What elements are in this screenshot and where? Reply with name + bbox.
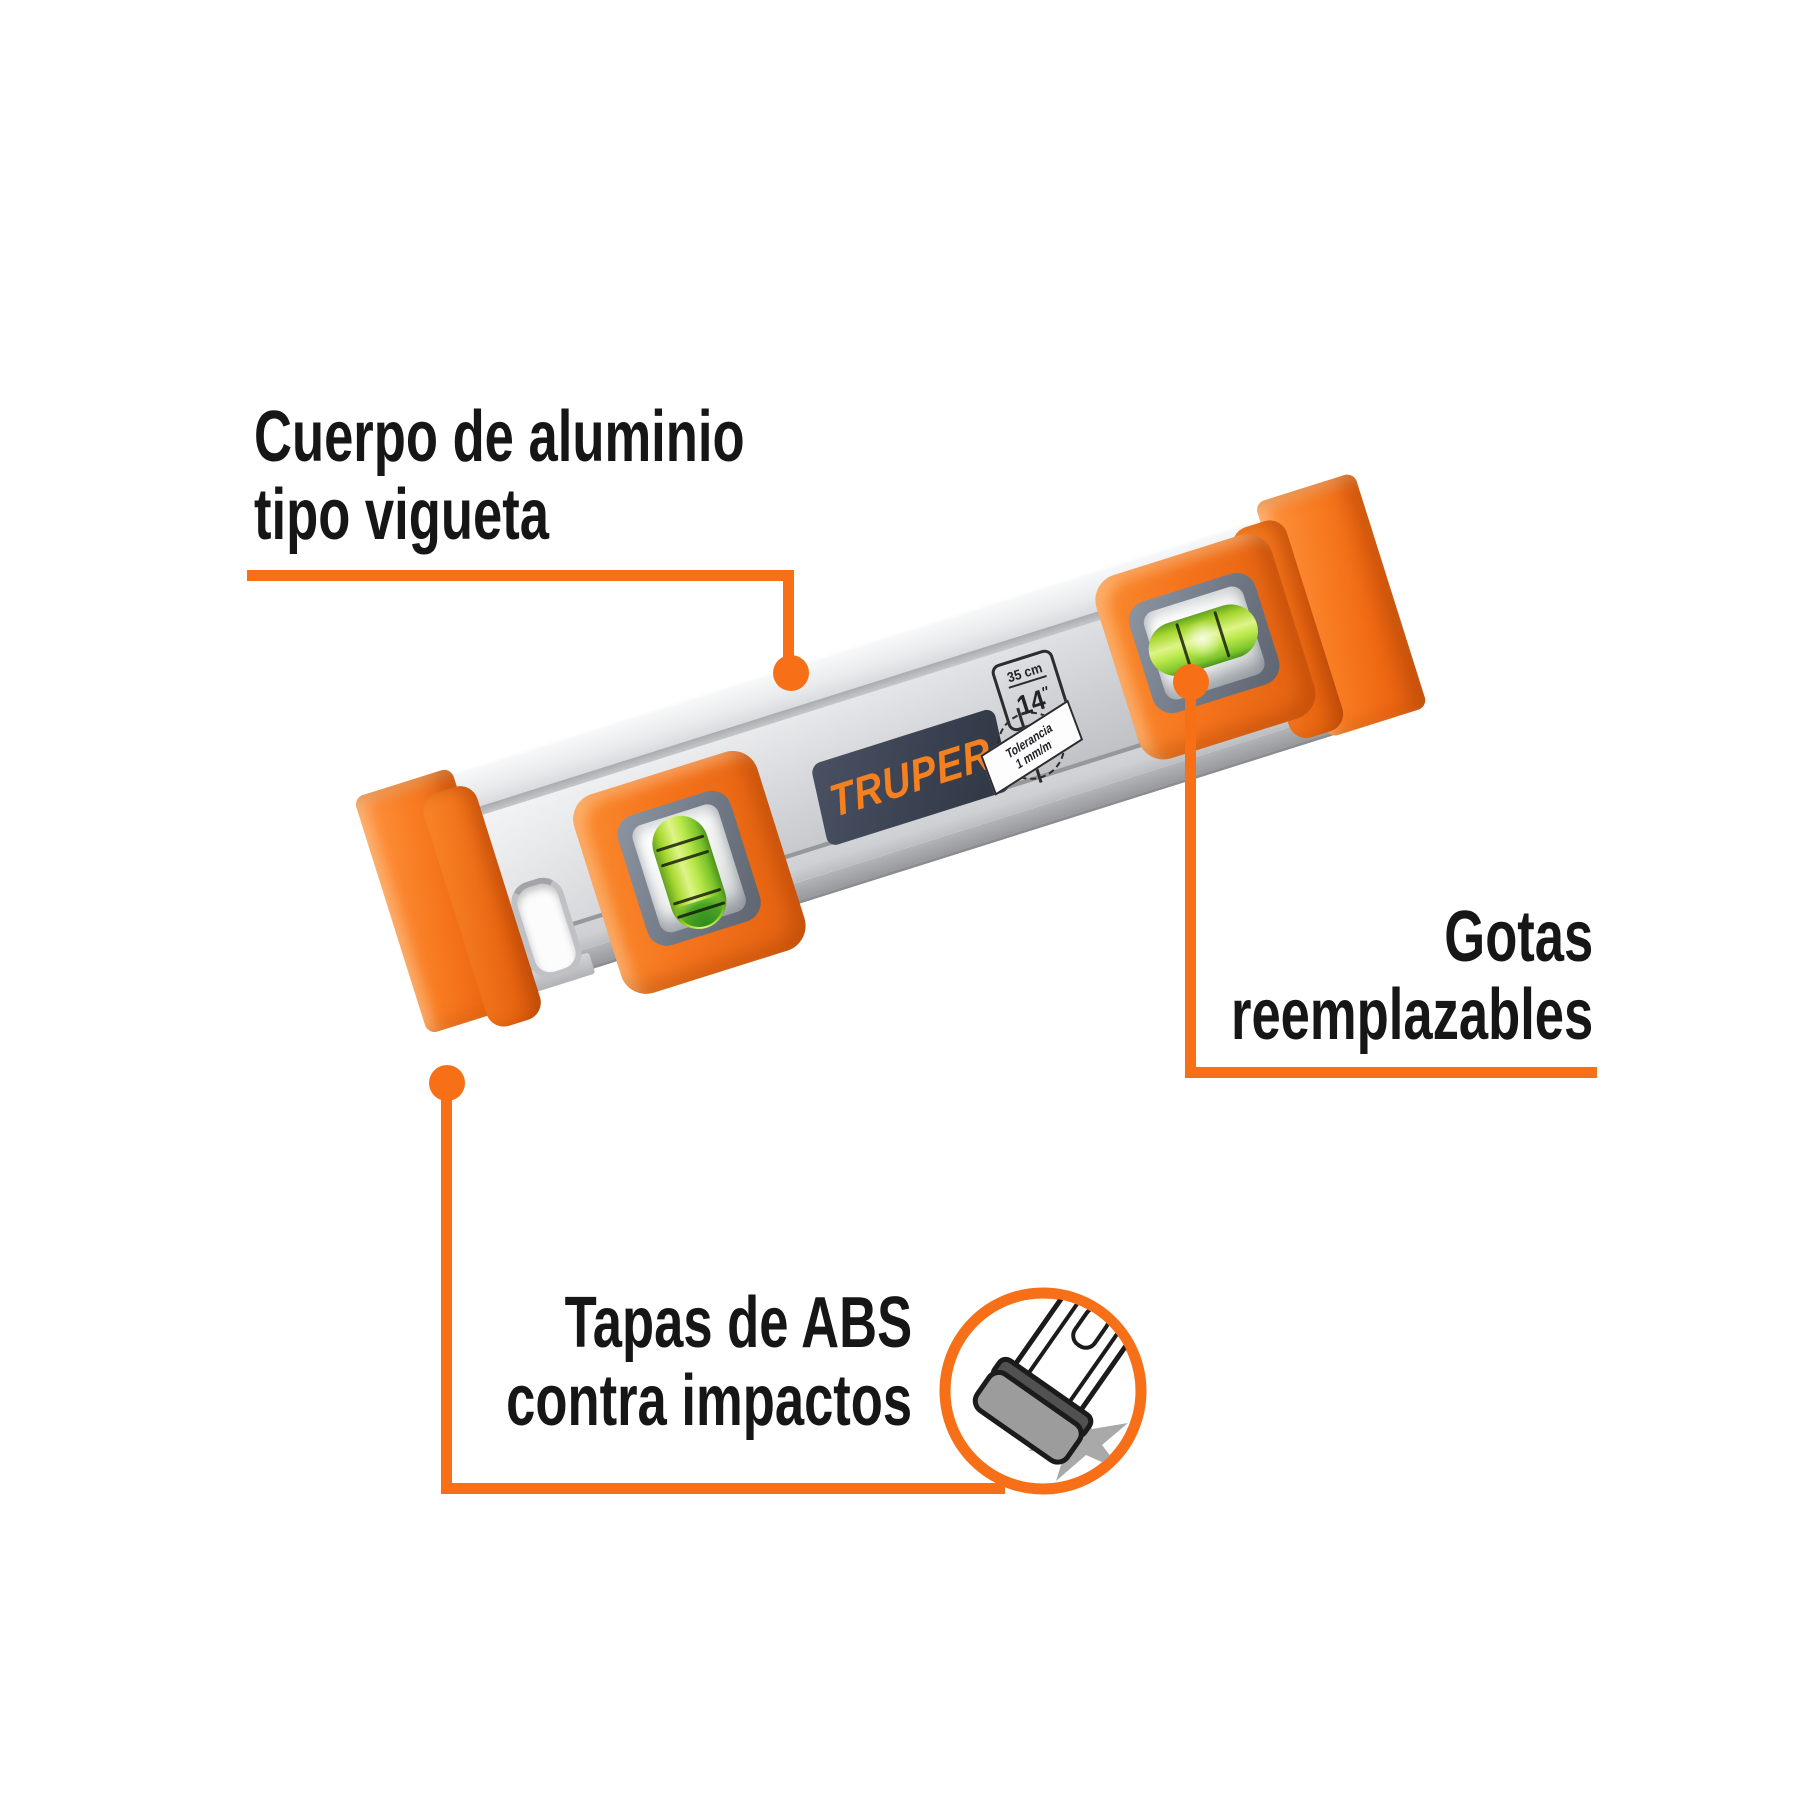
callout-caps-text: Tapas de ABS contra impactos bbox=[506, 1284, 912, 1440]
callout-vials-underline bbox=[1185, 1067, 1597, 1078]
beam-flange-line bbox=[1025, 1298, 1123, 1377]
callout-body-dot bbox=[773, 655, 809, 691]
callout-body-line1: Cuerpo de aluminio bbox=[254, 397, 745, 477]
callout-caps-line2: contra impactos bbox=[506, 1361, 912, 1441]
impact-detail-inset bbox=[939, 1287, 1147, 1495]
vial-ring bbox=[676, 901, 726, 920]
callout-caps-line1: Tapas de ABS bbox=[564, 1283, 912, 1363]
callout-vials-dot bbox=[1173, 664, 1209, 700]
beam-flange-line bbox=[1066, 1298, 1136, 1405]
callout-vials-line1: Gotas bbox=[1444, 897, 1593, 977]
callout-caps-connector bbox=[441, 1090, 452, 1494]
callout-body-connector bbox=[783, 570, 794, 673]
vial-ring bbox=[660, 849, 710, 868]
vial-ring bbox=[655, 834, 705, 853]
callout-vials-line2: reemplazables bbox=[1230, 975, 1593, 1055]
callout-caps-dot bbox=[429, 1065, 465, 1101]
vial-ring bbox=[1213, 610, 1231, 658]
callout-body-underline bbox=[247, 570, 794, 581]
end-cap-icon bbox=[972, 1369, 1084, 1465]
callout-body-line2: tipo vigueta bbox=[254, 475, 549, 555]
callout-caps-underline bbox=[441, 1483, 1005, 1494]
vial-ring bbox=[1175, 622, 1193, 670]
vial-ring bbox=[672, 887, 722, 906]
callout-vials-text: Gotas reemplazables bbox=[1231, 898, 1593, 1054]
callout-body-text: Cuerpo de aluminio tipo vigueta bbox=[254, 398, 745, 554]
callout-vials-connector bbox=[1185, 690, 1196, 1078]
